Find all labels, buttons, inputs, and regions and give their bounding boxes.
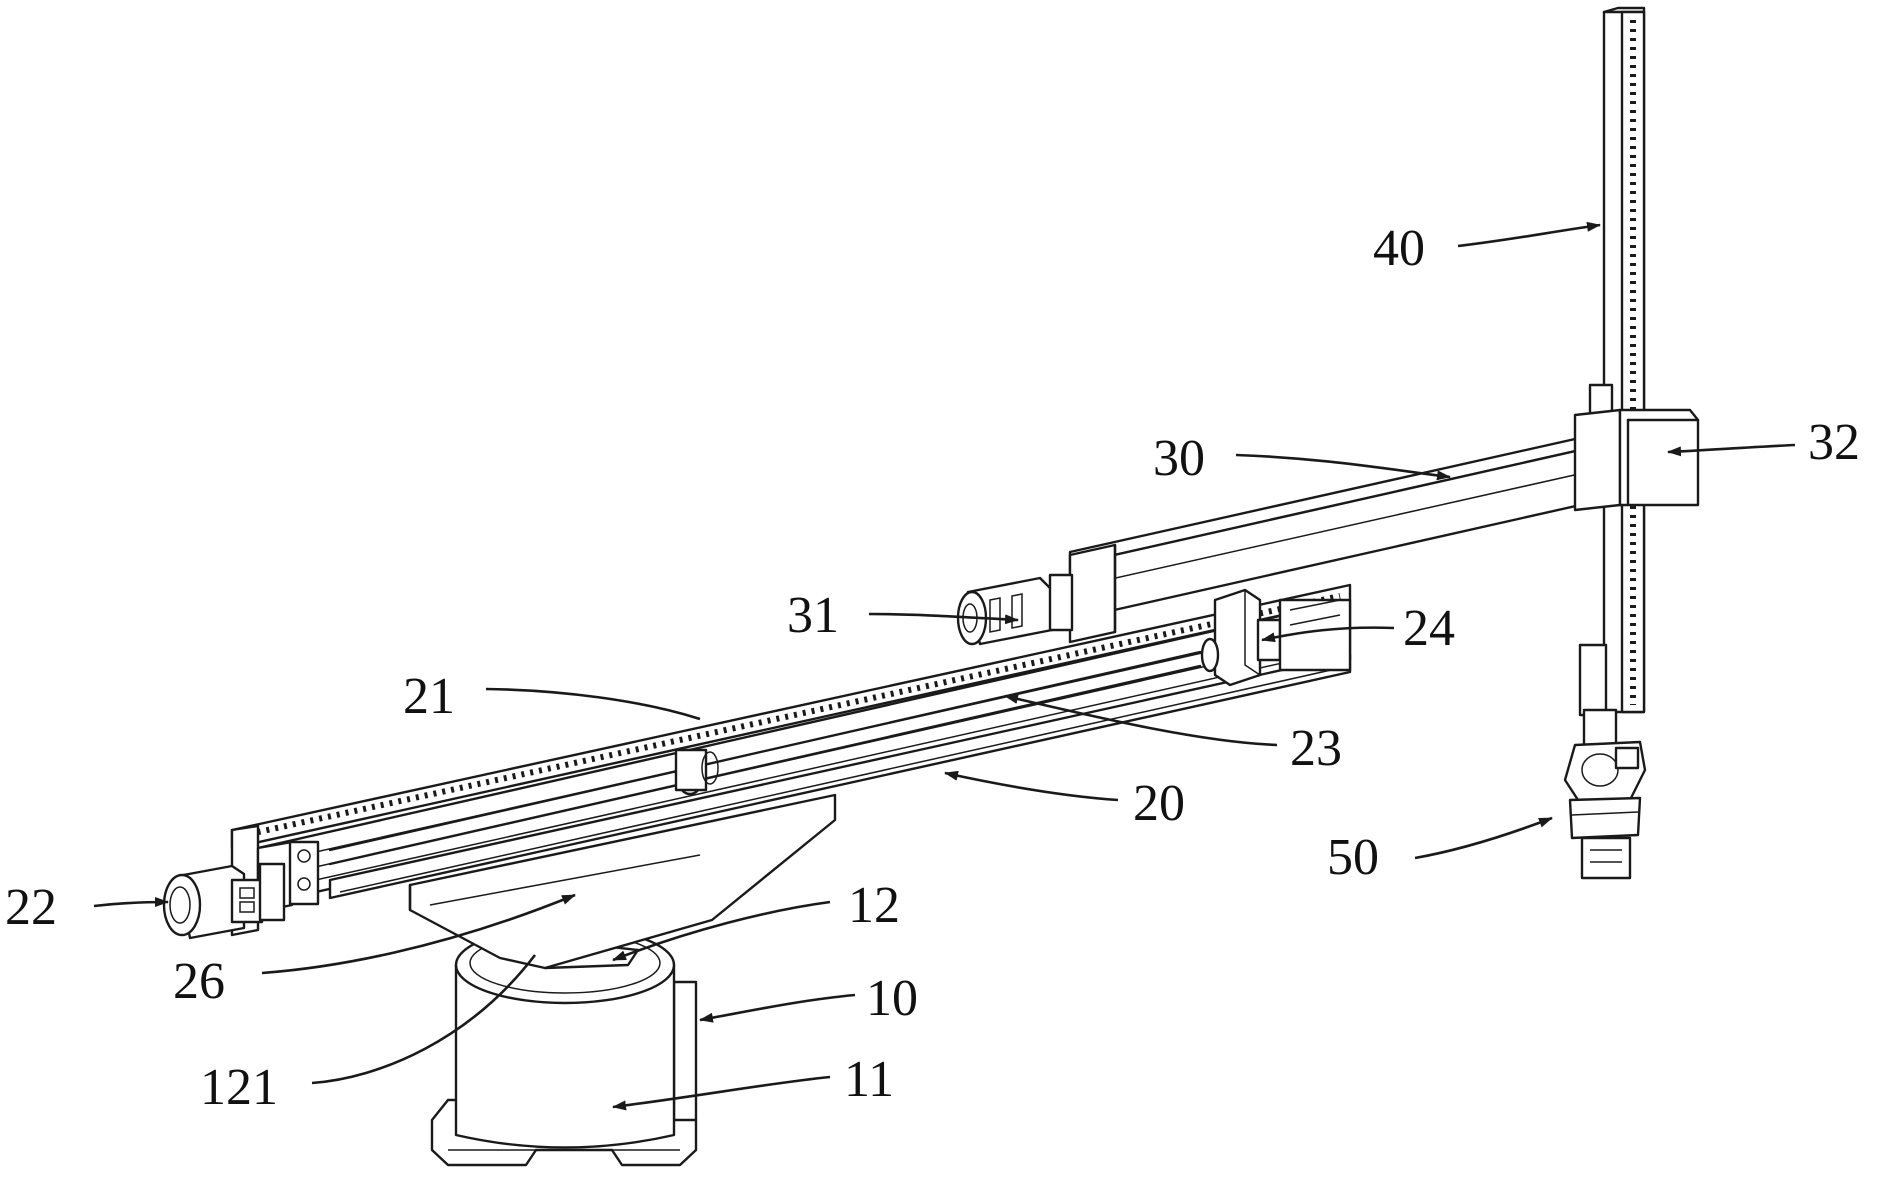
label-20: 20 <box>1133 775 1185 832</box>
motor-22 <box>164 864 284 938</box>
label-21: 21 <box>403 668 455 725</box>
label-10: 10 <box>866 970 918 1027</box>
label-26: 26 <box>173 953 225 1010</box>
label-121: 121 <box>200 1059 278 1116</box>
column-40 <box>1604 8 1644 712</box>
label-50: 50 <box>1327 829 1379 886</box>
label-12: 12 <box>848 877 900 934</box>
label-11: 11 <box>844 1051 894 1108</box>
label-32: 32 <box>1808 414 1860 471</box>
label-40: 40 <box>1373 220 1425 277</box>
label-23: 23 <box>1290 720 1342 777</box>
label-30: 30 <box>1153 430 1205 487</box>
leaders <box>94 225 1795 1107</box>
label-22: 22 <box>5 879 57 936</box>
label-31: 31 <box>787 587 839 644</box>
label-24: 24 <box>1403 600 1455 657</box>
